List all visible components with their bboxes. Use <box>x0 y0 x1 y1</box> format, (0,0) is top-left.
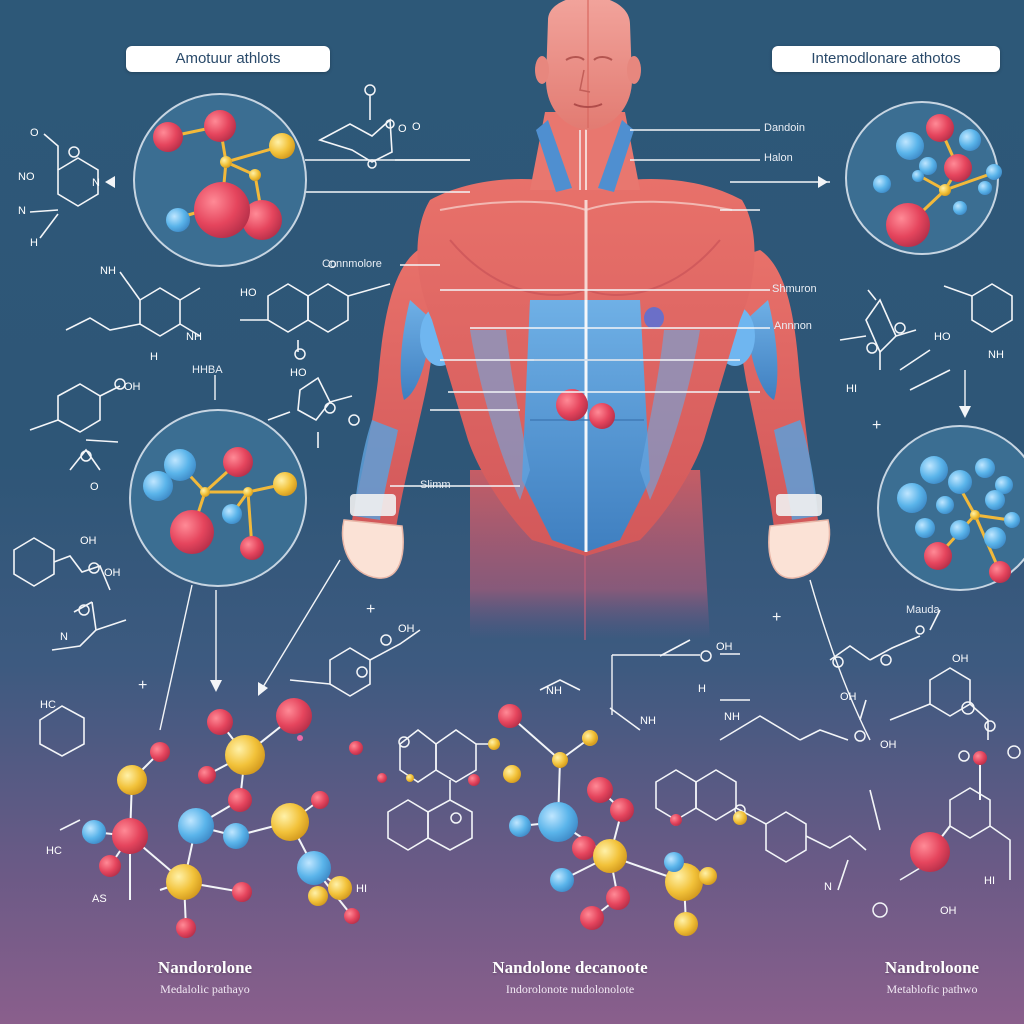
svg-text:+: + <box>138 677 147 694</box>
svg-text:AS: AS <box>92 893 107 905</box>
svg-text:O: O <box>90 481 99 493</box>
caption-right: Nandroloone Metablofic pathwo <box>844 958 1020 997</box>
svg-text:OH: OH <box>104 567 121 579</box>
svg-text:NH: NH <box>640 715 656 727</box>
molecule-lower-left <box>82 698 360 938</box>
molecule-inset-mid-left <box>129 409 307 587</box>
svg-text:N: N <box>18 205 26 217</box>
svg-text:NH: NH <box>100 265 116 277</box>
svg-text:OH: OH <box>124 381 141 393</box>
callout-lines <box>159 129 966 741</box>
svg-text:+: + <box>366 601 375 618</box>
header-label-left: Amotuur athlots <box>126 46 330 72</box>
caption-right-subtitle: Metablofic pathwo <box>886 982 978 996</box>
svg-text:HI: HI <box>356 883 367 895</box>
chain-atoms <box>297 731 747 826</box>
svg-text:NO: NO <box>18 171 35 183</box>
callout-halon: Halon <box>764 152 793 164</box>
muscle-figure <box>341 0 831 640</box>
svg-text:NH: NH <box>988 349 1004 361</box>
svg-text:HO: HO <box>934 331 951 343</box>
svg-text:HO: HO <box>290 367 307 379</box>
molecule-lower-right <box>910 751 987 872</box>
callout-annnon: Annnon <box>774 320 812 332</box>
molecule-inset-mid-right <box>877 425 1024 591</box>
svg-text:OH: OH <box>80 535 97 547</box>
molecule-inset-top-right <box>845 101 1002 255</box>
svg-text:NH: NH <box>546 685 562 697</box>
svg-text:O: O <box>398 123 407 135</box>
caption-left-subtitle: Medalolic pathayo <box>160 982 250 996</box>
svg-text:NH: NH <box>186 331 202 343</box>
callout-shmuron: Shmuron <box>772 283 817 295</box>
svg-text:O: O <box>412 121 421 133</box>
callout-mauda: Mauda <box>906 604 940 616</box>
svg-text:OH: OH <box>880 739 897 751</box>
caption-left: Nandorolone Medalolic pathayo <box>80 958 330 997</box>
svg-text:O: O <box>30 127 39 139</box>
svg-text:HO: HO <box>240 287 257 299</box>
svg-text:+: + <box>772 609 781 626</box>
svg-text:H: H <box>150 351 158 363</box>
callout-hhiba: HHBA <box>192 364 223 376</box>
callout-dandoin: Dandoin <box>764 122 805 134</box>
svg-text:OH: OH <box>716 641 733 653</box>
caption-center-subtitle: Indorolonote nudolonolote <box>505 982 635 996</box>
svg-text:+: + <box>872 417 881 434</box>
svg-text:HI: HI <box>846 383 857 395</box>
callout-connmolore: Connmolore <box>322 258 382 270</box>
header-label-right: Intemodlonare athotos <box>772 46 1000 72</box>
svg-text:HI: HI <box>984 875 995 887</box>
callout-slimm: Slimm <box>420 479 451 491</box>
molecule-inset-top-left <box>133 93 307 267</box>
formula-glyphs: O NO N H N O O NH NH H HO HO OH O O OH O… <box>18 121 1004 917</box>
svg-text:O: O <box>328 259 337 271</box>
svg-text:H: H <box>698 683 706 695</box>
svg-text:OH: OH <box>940 905 957 917</box>
svg-text:OH: OH <box>952 653 969 665</box>
caption-left-title: Nandorolone <box>157 958 253 977</box>
plus-signs: + + + + <box>138 417 881 694</box>
svg-text:N: N <box>92 177 100 189</box>
molecule-lower-center <box>498 704 717 936</box>
svg-text:N: N <box>824 881 832 893</box>
caption-center-title: Nandolone decanoote <box>492 958 648 977</box>
svg-text:OH: OH <box>398 623 415 635</box>
svg-text:HC: HC <box>40 699 56 711</box>
svg-text:H: H <box>30 237 38 249</box>
svg-text:OH: OH <box>840 691 857 703</box>
svg-text:N: N <box>60 631 68 643</box>
structural-formulas <box>13 95 1013 891</box>
arrow-heads <box>105 176 971 696</box>
caption-right-title: Nandroloone <box>884 958 980 977</box>
caption-center: Nandolone decanoote Indorolonote nudolon… <box>440 958 700 997</box>
svg-text:HC: HC <box>46 845 62 857</box>
svg-text:NH: NH <box>724 711 740 723</box>
